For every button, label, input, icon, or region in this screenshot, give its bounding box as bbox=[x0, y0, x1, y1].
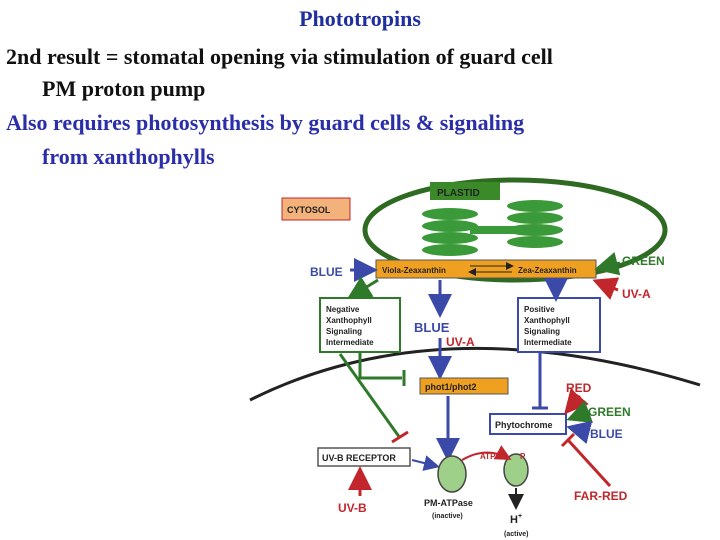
result-line-2: PM proton pump bbox=[42, 76, 206, 101]
requirement-line-2: from xanthophylls bbox=[42, 144, 215, 169]
phytochrome-box bbox=[489, 413, 567, 435]
negative-intermediate-text-3: Signaling bbox=[326, 327, 362, 336]
phytochrome-label: Phytochrome bbox=[495, 420, 553, 430]
atpase-active-oval bbox=[503, 453, 529, 487]
violaxanthin-label: Viola-Zeaxanthin bbox=[382, 266, 446, 275]
green-light-arrow-lower bbox=[566, 400, 594, 423]
negative-to-uvb-line bbox=[338, 353, 402, 439]
uvb-receptor-to-atpase-arrow bbox=[411, 455, 440, 471]
positive-intermediate-text-1: Positive bbox=[524, 305, 555, 314]
phosphorylation-arrow bbox=[461, 445, 512, 461]
negative-intermediate-text-2: Xanthophyll bbox=[326, 316, 372, 325]
atpase-inactive-oval bbox=[437, 455, 467, 493]
thylakoid-stacks bbox=[422, 200, 563, 256]
negative-inhibition-line bbox=[358, 352, 402, 380]
phot-label: phot1/phot2 bbox=[425, 382, 477, 392]
atp-label: ATP bbox=[480, 452, 496, 461]
uva-arrow-top bbox=[592, 277, 620, 300]
negative-to-uvb-bar bbox=[391, 430, 409, 444]
green-light-inhibit-top bbox=[594, 251, 621, 276]
uvb-label: UV-B bbox=[338, 501, 367, 515]
green-light-label-lower: GREEN bbox=[588, 405, 631, 419]
blue-light-label-mid: BLUE bbox=[414, 320, 450, 335]
positive-intermediate-text-4: Intermediate bbox=[524, 338, 572, 347]
zeaxanthin-label: Zea-Zeaxanthin bbox=[518, 266, 577, 275]
far-red-line bbox=[566, 438, 612, 488]
proton-label: H+ bbox=[510, 513, 522, 526]
cytosol-label: CYTOSOL bbox=[287, 205, 331, 215]
blue-light-label-lower: BLUE bbox=[590, 427, 623, 441]
plastid-label: PLASTID bbox=[437, 188, 480, 199]
phot-box bbox=[419, 377, 509, 395]
result-line-1: 2nd result = stomatal opening via stimul… bbox=[6, 44, 553, 69]
slide-title: Phototropins bbox=[299, 6, 421, 31]
phosphate-label: P bbox=[520, 452, 526, 461]
negative-intermediate-text-1: Negative bbox=[326, 305, 360, 314]
atpase-label: PM-ATPase bbox=[424, 498, 473, 508]
cytosol-label-box bbox=[281, 197, 351, 221]
red-light-arrow bbox=[564, 388, 589, 415]
plastid-label-box bbox=[430, 182, 500, 200]
red-light-label: RED bbox=[566, 381, 592, 395]
requirement-line-1: Also requires photosynthesis by guard ce… bbox=[6, 110, 525, 135]
cell-membrane-curve bbox=[249, 346, 701, 402]
blue-light-label-left: BLUE bbox=[310, 265, 343, 279]
positive-intermediate-text-2: Xanthophyll bbox=[524, 316, 570, 325]
blue-light-arrow-lower bbox=[566, 420, 593, 445]
proton-active-label: (active) bbox=[504, 531, 529, 538]
atpase-inactive-label: (inactive) bbox=[432, 513, 463, 520]
far-red-bar bbox=[560, 432, 576, 448]
far-red-label: FAR-RED bbox=[574, 489, 628, 503]
plastid-outline bbox=[362, 177, 668, 283]
negative-intermediate-text-4: Intermediate bbox=[326, 338, 374, 347]
uva-label-mid: UV-A bbox=[446, 335, 475, 349]
green-light-label-top: GREEN bbox=[622, 254, 665, 268]
uva-label-top: UV-A bbox=[622, 287, 651, 301]
viola-to-negative-arrow bbox=[346, 276, 379, 300]
uvb-receptor-label: UV-B RECEPTOR bbox=[322, 453, 396, 463]
positive-intermediate-text-3: Signaling bbox=[524, 327, 560, 336]
